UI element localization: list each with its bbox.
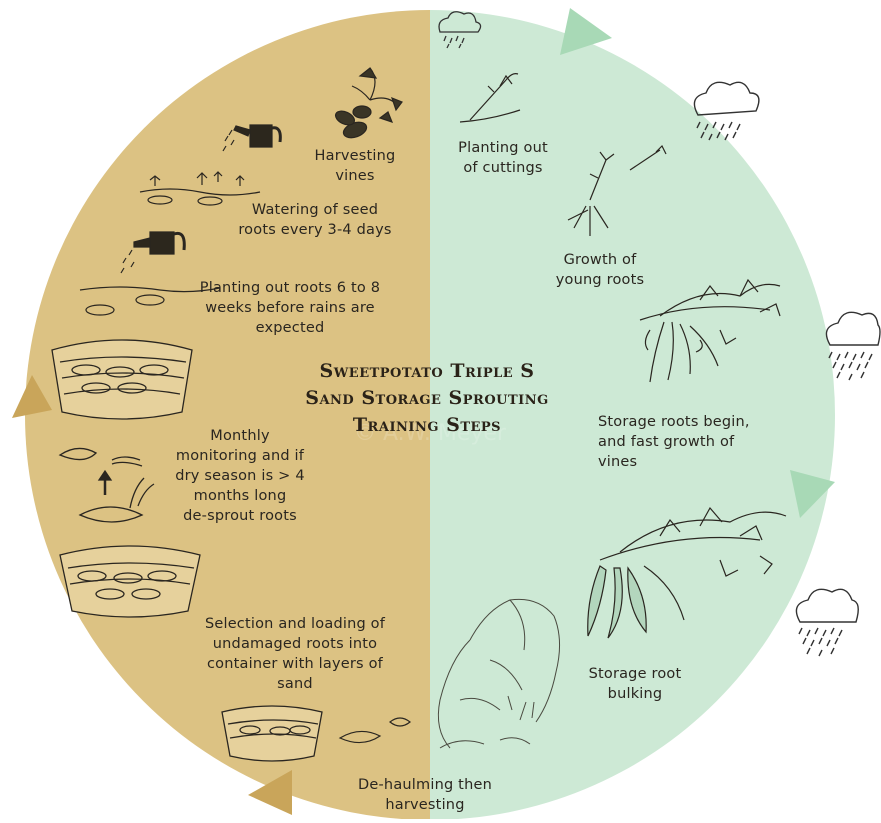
vine-cutting-icon: [459, 73, 521, 123]
step-storage-roots-begin: Storage roots begin, and fast growth of …: [598, 414, 750, 470]
title-line-3: Training Steps: [352, 414, 502, 436]
watering-can-icon: [222, 124, 282, 152]
step-selection-loading: Selection and loading of undamaged roots…: [204, 616, 386, 692]
step-watering-seed-roots: Watering of seed roots every 3-4 days: [238, 202, 392, 238]
rain-cloud-icon: [693, 81, 760, 141]
cycle-arrow-right: [790, 470, 835, 518]
diagram-title: Sweetpotato Triple S Sand Storage Sprout…: [262, 358, 592, 439]
rain-cloud-icon: [795, 588, 859, 657]
farmer-harvesting-icon: [437, 598, 560, 749]
step-planting-cuttings: Planting out of cuttings: [458, 140, 548, 176]
storage-basket-icon: [59, 545, 201, 618]
vine-with-roots-icon: [639, 278, 781, 383]
watering-can-icon: [120, 231, 186, 274]
storage-basket-icon: [51, 339, 193, 420]
step-de-haulming: De-haulming then harvesting: [358, 777, 492, 813]
step-monthly-monitoring: Monthly monitoring and if dry season is …: [175, 428, 305, 524]
cycle-arrow-left: [12, 375, 52, 418]
sprout-arrow-icon: [58, 447, 155, 523]
step-storage-root-bulking: Storage root bulking: [588, 666, 682, 702]
sprouting-roots-row-icon: [139, 171, 261, 206]
watermark: © A.W. Meyer: [354, 421, 507, 446]
step-harvesting-vines: Harvesting vines: [314, 148, 396, 184]
step-planting-out-roots: Planting out roots 6 to 8 weeks before r…: [199, 280, 381, 336]
rain-cloud-icon: [438, 11, 482, 49]
storage-basket-icon: [221, 705, 323, 762]
cycle-arrow-bottom-left: [248, 770, 292, 815]
roots-in-soil-icon: [79, 286, 221, 316]
young-plant-icon: [567, 144, 667, 236]
cycle-arrow-top-right: [560, 8, 612, 55]
sweetpotato-root-icon: [338, 717, 411, 744]
step-growth-young-roots: Growth of young roots: [555, 252, 645, 288]
vine-with-storage-roots-icon: [587, 506, 787, 639]
sweetpotato-plant-icon: [334, 67, 403, 139]
title-line-1: Sweetpotato Triple S: [319, 360, 535, 382]
title-line-2: Sand Storage Sprouting: [305, 387, 549, 409]
rain-cloud-icon: [825, 311, 881, 381]
